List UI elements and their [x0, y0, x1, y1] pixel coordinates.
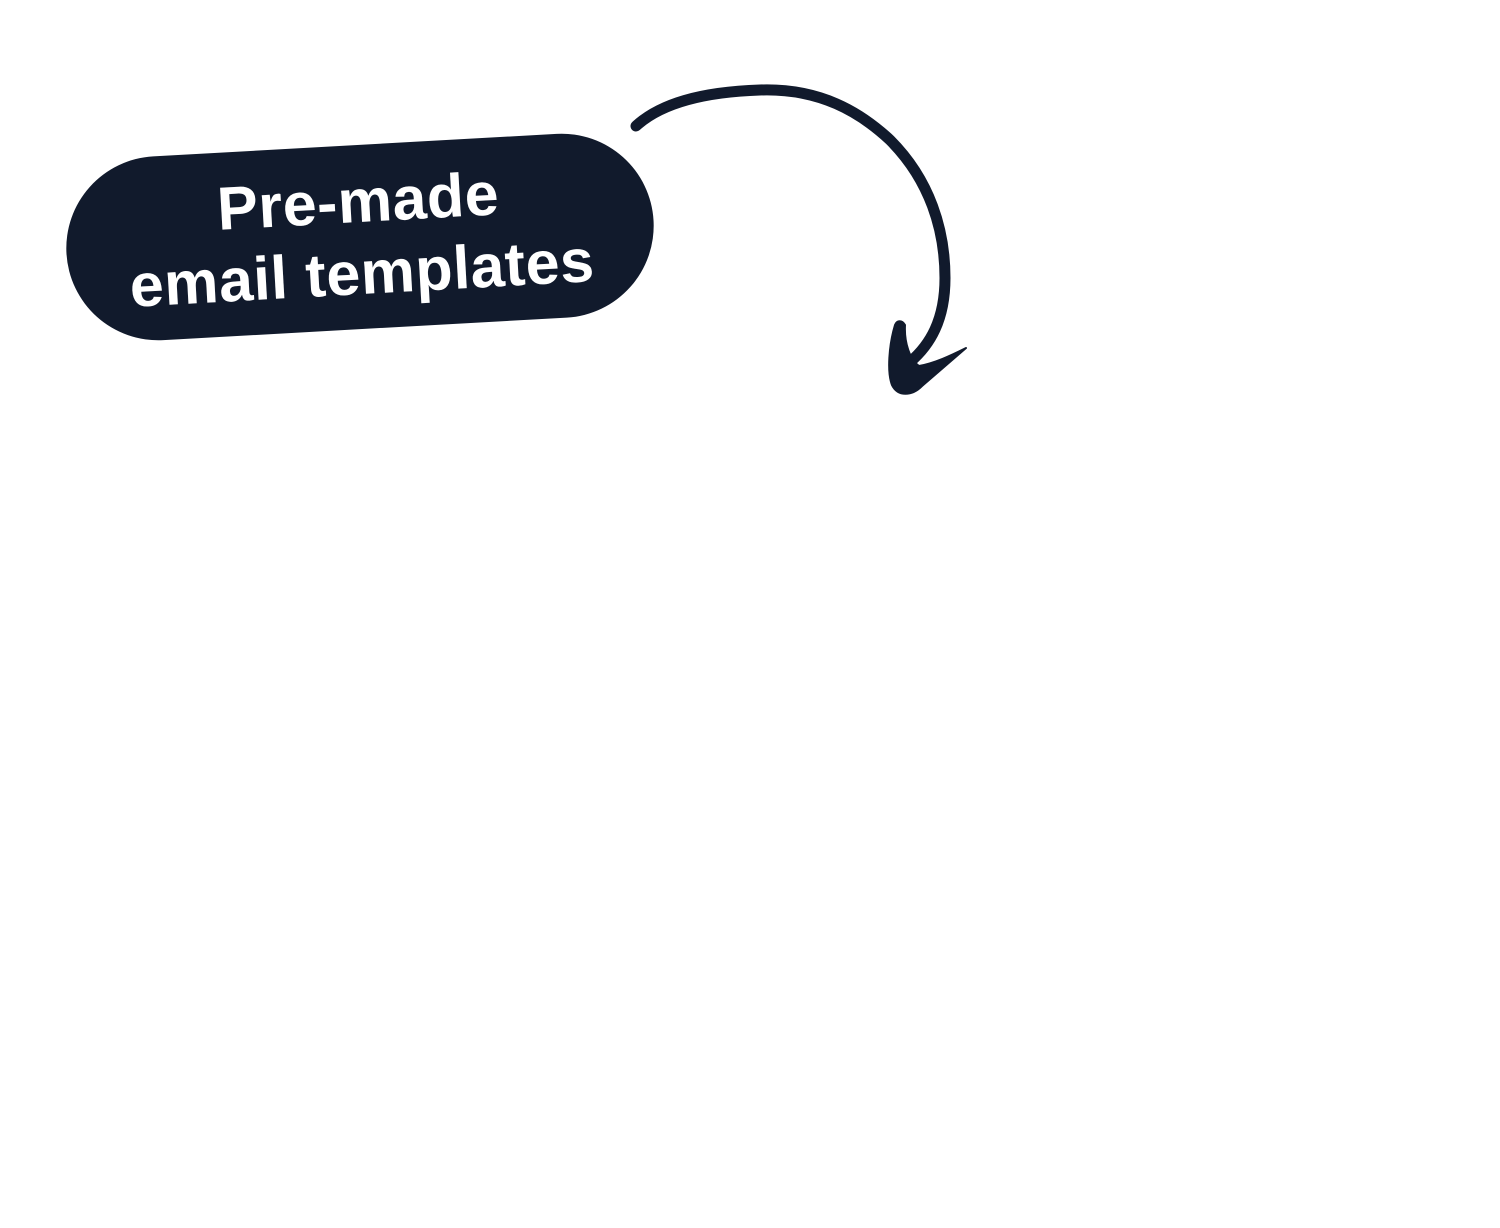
callout-line-2: email templates — [127, 226, 597, 320]
arrow-shaft — [630, 84, 951, 368]
callout-text: Pre-made email templates — [124, 152, 597, 322]
arrow-head — [888, 320, 967, 395]
callout-line-1: Pre-made — [215, 159, 501, 243]
callout-pill: Pre-made email templates — [61, 128, 659, 346]
